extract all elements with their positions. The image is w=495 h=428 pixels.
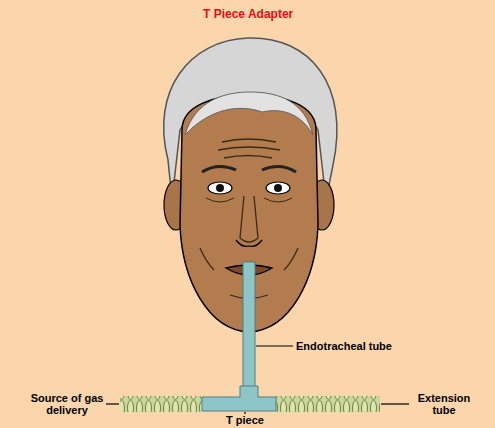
eyebrow xyxy=(262,166,296,172)
eye xyxy=(208,182,232,194)
eye-bag xyxy=(264,198,292,202)
hair-front xyxy=(185,92,313,135)
part-label: Endotracheal tube xyxy=(296,340,392,352)
gas-supply-tube xyxy=(120,396,202,412)
pupil xyxy=(216,184,224,192)
part-label: Extension tube xyxy=(411,392,477,416)
eye-bag xyxy=(206,198,234,202)
endotracheal-tube xyxy=(243,262,255,396)
nose xyxy=(240,196,258,242)
part-label: Source of gas delivery xyxy=(28,392,106,416)
pupil xyxy=(274,184,282,192)
eyebrow xyxy=(202,166,236,172)
eye xyxy=(266,182,290,194)
extension-tube xyxy=(276,396,380,412)
leader-lines xyxy=(106,346,409,414)
t-piece xyxy=(202,386,276,411)
diagram-title: T Piece Adapter xyxy=(203,7,293,21)
nostrils xyxy=(236,240,262,246)
part-label: T piece xyxy=(226,414,264,426)
